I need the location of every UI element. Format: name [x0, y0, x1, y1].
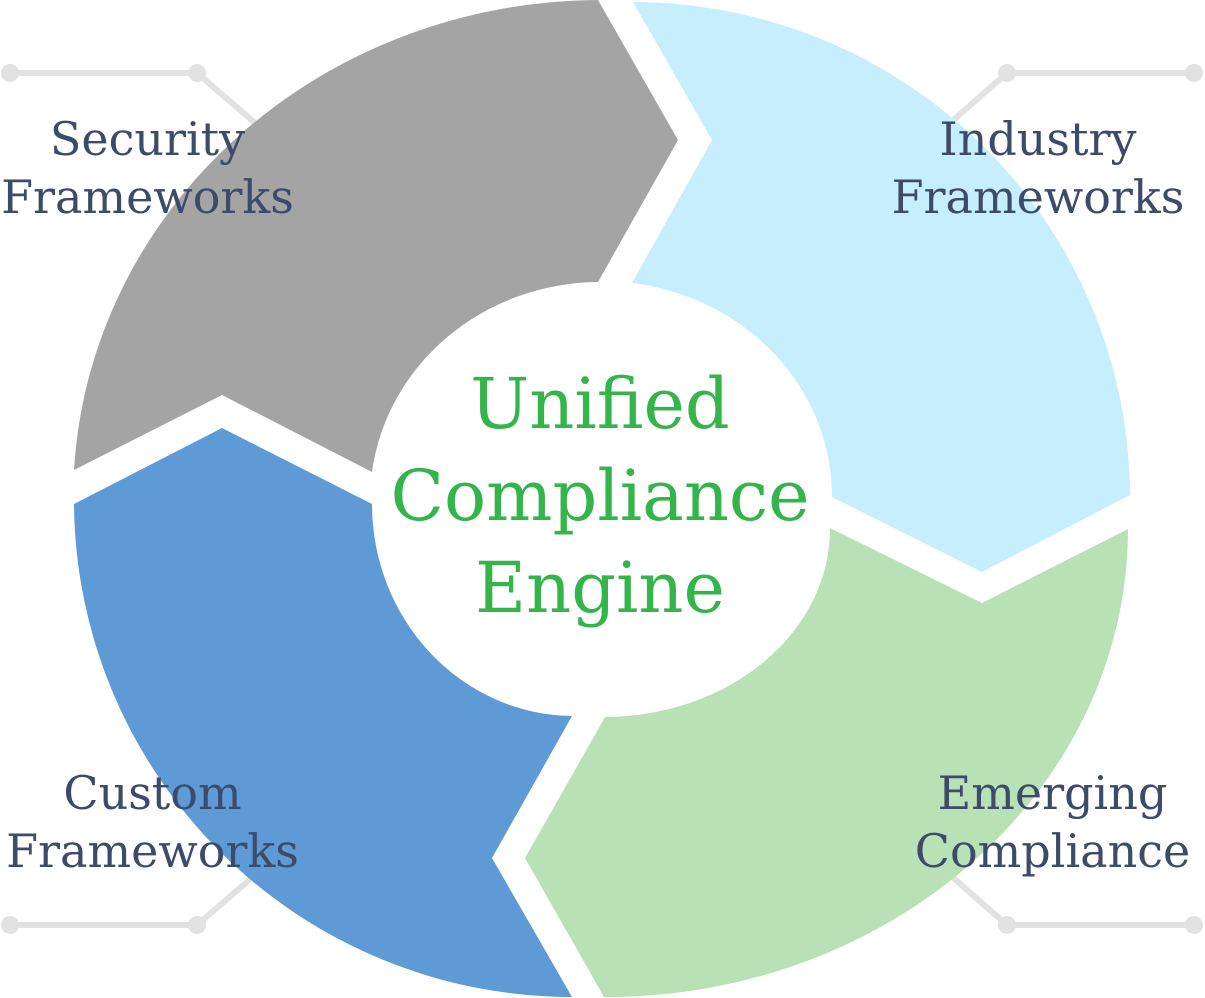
label-industry-frameworks: Industry Frameworks: [888, 110, 1188, 226]
segment-security: [74, 0, 678, 472]
segment-industry: [632, 2, 1130, 572]
label-line: Compliance: [914, 824, 1191, 878]
label-line: Security: [49, 112, 246, 166]
label-line: Frameworks: [6, 824, 299, 878]
segment-emerging: [525, 528, 1128, 998]
connector-security: [1, 64, 257, 126]
center-hub: [390, 288, 814, 712]
center-title-line-2: Compliance: [390, 455, 810, 537]
label-custom-frameworks: Custom Frameworks: [0, 764, 305, 880]
segment-custom: [74, 428, 572, 997]
center-title: Unified Compliance Engine: [360, 358, 840, 634]
label-line: Industry: [939, 112, 1137, 166]
label-line: Emerging: [937, 766, 1168, 820]
label-line: Frameworks: [891, 170, 1185, 224]
center-title-line-1: Unified: [470, 363, 730, 445]
connector-industry: [948, 64, 1203, 126]
connector-emerging: [948, 872, 1203, 934]
label-line: Custom: [63, 766, 242, 820]
label-emerging-compliance: Emerging Compliance: [910, 764, 1195, 880]
connector-custom: [1, 872, 257, 934]
label-security-frameworks: Security Frameworks: [0, 110, 295, 226]
center-title-line-3: Engine: [475, 547, 725, 629]
label-line: Frameworks: [1, 170, 294, 224]
connector-lines: [1, 64, 1203, 934]
